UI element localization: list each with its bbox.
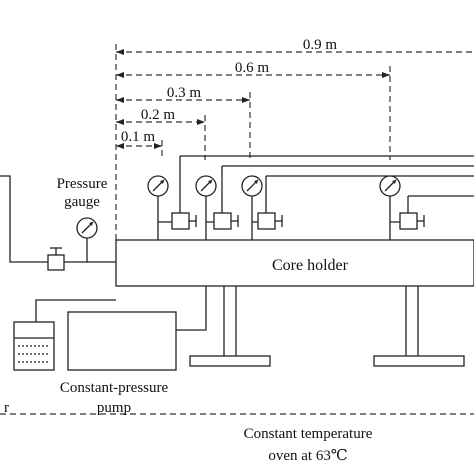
dim-label-0.1: 0.1 m [121,129,156,145]
core-holder-label: Core holder [272,257,349,274]
pump-outlet [176,286,207,331]
valve-port4 [399,212,425,230]
port-valves [171,212,425,230]
arrowhead [116,143,124,149]
core-holder [115,239,474,287]
pressure-gauges [76,175,401,239]
port3-riser [251,221,258,240]
arrowhead [116,97,124,103]
port4-riser [389,221,400,240]
dimension-lines [115,44,474,240]
dim-label-0.3: 0.3 m [167,85,202,101]
inlet-tubing [0,175,48,263]
pump-line [35,299,116,322]
gauge-icon [147,175,169,197]
arrowhead [116,49,124,55]
dim-label-0.9: 0.9 m [303,37,338,53]
left-fragment-label: r [4,400,9,416]
inlet-valve [47,247,65,271]
port2-riser [205,221,214,240]
pump-body [67,311,177,371]
core-holder-supports [189,286,465,367]
inlet-gauge-icon [76,217,98,239]
dim-label-0.2: 0.2 m [141,107,176,123]
port1-riser [157,221,172,240]
arrowhead [242,97,250,103]
arrowhead [116,119,124,125]
valve-port2 [213,212,239,230]
arrowhead [154,143,162,149]
gauge-icon [241,175,263,197]
pressure-gauge-label-line2: gauge [64,194,100,210]
oven-label-line1: Constant temperature [244,426,373,442]
gauge-icon [379,175,401,197]
pressure-gauge-label-line1: Pressure [57,176,108,192]
arrowhead [382,72,390,78]
constant-pressure-pump [13,286,207,371]
arrowhead [116,72,124,78]
valve-port3 [257,212,283,230]
dimension-labels: 0.9 m 0.6 m 0.3 m 0.2 m 0.1 m [121,37,338,145]
gauge-icon [195,175,217,197]
arrowhead [197,119,205,125]
pump-label-line1: Constant-pressure [60,380,169,396]
oven-label-line2: oven at 63℃ [268,448,347,464]
valve-port1 [171,212,197,230]
pump-label-line2: pump [97,400,131,416]
dim-label-0.6: 0.6 m [235,60,270,76]
